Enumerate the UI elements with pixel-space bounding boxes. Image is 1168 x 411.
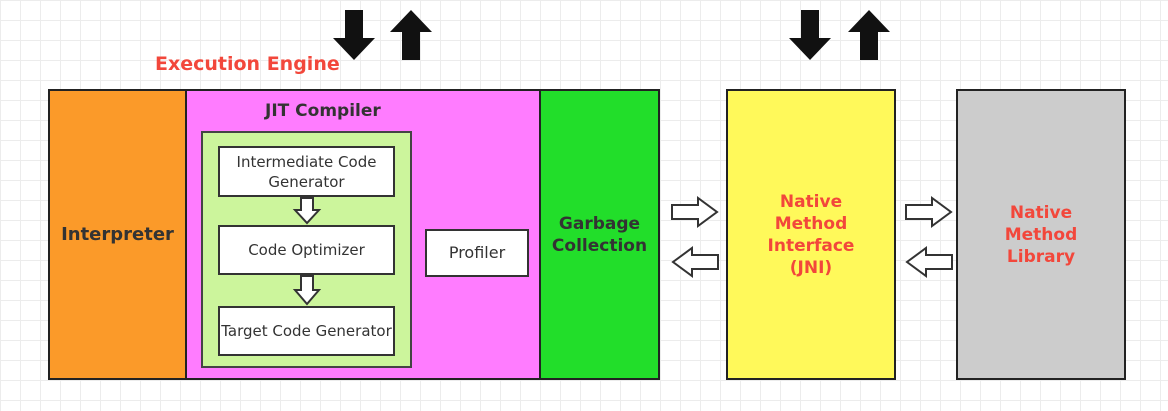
left-arrow-icon [905,246,953,278]
execution-engine-label: Execution Engine [155,53,340,75]
jit-compiler-label: JIT Compiler [265,101,381,121]
code-optimizer-box: Code Optimizer [218,225,395,275]
interpreter-box: Interpreter [48,89,187,380]
profiler-label: Profiler [448,243,506,262]
intermediate-code-generator-label: Intermediate Code Generator [236,152,377,191]
right-arrow-icon [671,196,719,228]
garbage-collection-box: Garbage Collection [539,89,660,380]
down-arrow-icon [333,10,375,60]
target-code-generator-label: Target Code Generator [221,322,392,340]
garbage-collection-label: Garbage Collection [551,213,648,256]
native-method-interface-label: Native Method Interface (JNI) [767,191,855,278]
intermediate-code-generator-box: Intermediate Code Generator [218,146,395,197]
down-arrow-icon [789,10,831,60]
up-arrow-icon [848,10,890,60]
profiler-box: Profiler [425,229,529,277]
target-code-generator-box: Target Code Generator [218,306,395,356]
native-method-interface-box: Native Method Interface (JNI) [726,89,896,380]
code-optimizer-label: Code Optimizer [248,241,365,259]
native-method-library-label: Native Method Library [1004,202,1078,267]
left-arrow-icon [671,246,719,278]
native-method-library-box: Native Method Library [956,89,1126,380]
right-arrow-icon [905,196,953,228]
interpreter-label: Interpreter [61,224,174,245]
up-arrow-icon [390,10,432,60]
flow-down-arrow-icon [292,197,322,225]
flow-down-arrow-icon [292,275,322,306]
